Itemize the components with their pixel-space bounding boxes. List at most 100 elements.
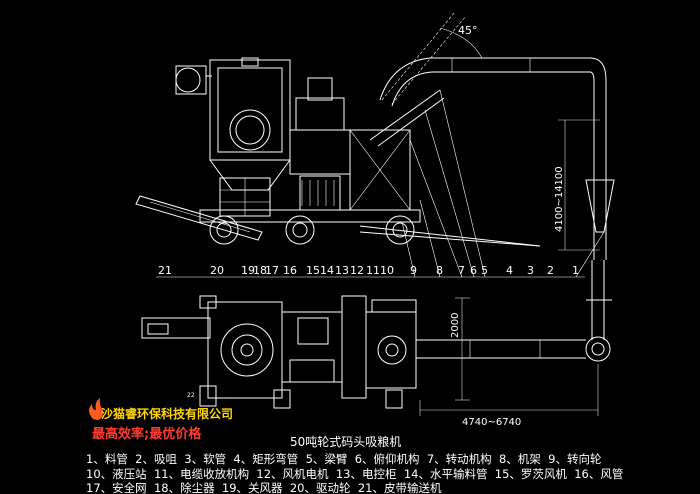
dust-collector <box>209 59 291 161</box>
cabinet-plan <box>341 295 367 399</box>
conveyor-plan <box>141 317 211 339</box>
legend-item: 7、转动机构 <box>426 452 492 466</box>
drive-wheel <box>285 215 315 245</box>
slewing-center <box>385 343 399 357</box>
suction-cone <box>585 179 615 233</box>
belt-conveyor <box>135 195 263 241</box>
slogan: 最高效率;最优价格 <box>92 427 202 442</box>
callout-7: 7 <box>458 264 465 277</box>
wheel-plan <box>273 389 291 409</box>
top-cap <box>241 57 259 67</box>
leader <box>439 89 486 278</box>
fan-wheel <box>175 67 201 93</box>
callout-18: 18 <box>253 264 267 277</box>
leader <box>419 199 441 278</box>
pitch-cylinder <box>377 97 445 147</box>
flame-icon <box>89 398 104 420</box>
airlock-inner <box>235 115 265 145</box>
vertical-pipe-inner <box>589 71 595 260</box>
legend-item: 9、转向轮 <box>548 452 602 466</box>
plan-view: 2000 4740~6740 22 <box>141 260 612 428</box>
legend-item: 18、除尘器 <box>153 481 215 494</box>
callout-16: 16 <box>283 264 297 277</box>
callout-17: 17 <box>265 264 279 277</box>
collector-plan <box>207 301 283 399</box>
pitch-cylinder <box>369 89 441 141</box>
callout-12: 12 <box>350 264 364 277</box>
leader <box>575 231 605 278</box>
callout-4: 4 <box>506 264 513 277</box>
hydraulic-plan <box>289 359 335 383</box>
height-dim-text: 4100~14100 <box>554 166 565 232</box>
angle-arc <box>439 27 483 59</box>
callout-1: 1 <box>572 264 579 277</box>
callout-5: 5 <box>481 264 488 277</box>
company-logo <box>89 398 104 420</box>
legend-item: 12、风机电机 <box>256 467 329 481</box>
small-label: 22 <box>187 392 195 399</box>
legend-item: 5、梁臂 <box>305 452 348 466</box>
callout-21: 21 <box>158 264 172 277</box>
legend-item: 1、料管 <box>86 452 128 466</box>
leader <box>409 139 463 278</box>
motor-plan <box>297 317 329 345</box>
collector-circle <box>220 323 274 377</box>
legend-row-1: 1、料管 2、吸咀 3、软管 4、矩形弯管 5、梁臂 6、俯仰机构 7、转动机构… <box>86 451 698 467</box>
callout-11: 11 <box>366 264 380 277</box>
frame-brace <box>349 129 411 211</box>
company-name: 沙猫睿环保科技有限公司 <box>101 407 234 421</box>
chassis-frame <box>199 209 421 223</box>
legend-item: 19、关风器 <box>221 481 283 494</box>
width-dim-text: 2000 <box>450 313 461 338</box>
collector-center <box>240 343 254 357</box>
legend-item: 4、矩形弯管 <box>233 452 299 466</box>
legend-item: 11、电缆收放机构 <box>153 467 250 481</box>
callout-14: 14 <box>320 264 334 277</box>
callout-13: 13 <box>335 264 349 277</box>
callout-2: 2 <box>547 264 554 277</box>
angle-label: 45° <box>458 24 478 37</box>
callout-10: 10 <box>380 264 394 277</box>
boom-lower <box>391 71 590 107</box>
raised-arm <box>391 15 467 105</box>
blower-body <box>289 129 351 175</box>
legend-item: 2、吸咀 <box>135 452 177 466</box>
legend-row-2: 10、液压站 11、电缆收放机构 12、风机电机 13、电控柜 14、水平输料管… <box>86 466 698 482</box>
legend-row-3: 17、安全网 18、除尘器 19、关风器 20、驱动轮 21、皮带输送机 <box>86 480 698 494</box>
elbow-plan <box>585 336 611 362</box>
collector-inner-circle <box>231 334 263 366</box>
conveyor-motor <box>147 323 169 335</box>
wheel-plan <box>199 385 217 407</box>
legend-item: 10、液压站 <box>86 467 147 481</box>
callout-6: 6 <box>470 264 477 277</box>
support-stay <box>359 231 541 247</box>
callout-row: 21 20 19 18 17 16 15 14 13 12 11 10 9 8 … <box>156 89 605 278</box>
cable-reel-plan <box>371 299 417 313</box>
callout-3: 3 <box>527 264 534 277</box>
callout-15: 15 <box>306 264 320 277</box>
motor-top <box>307 77 333 101</box>
slewing-ring <box>377 335 407 365</box>
airlock-flange <box>229 109 271 151</box>
callout-8: 8 <box>436 264 443 277</box>
legend-item: 16、风管 <box>574 467 624 481</box>
drive-wheel <box>209 215 239 245</box>
legend-item: 17、安全网 <box>86 481 147 494</box>
legend-item: 6、俯仰机构 <box>354 452 420 466</box>
length-dim-text: 4740~6740 <box>462 417 521 428</box>
support-stay <box>359 225 541 247</box>
legend-item: 3、软管 <box>184 452 227 466</box>
dust-collector-hopper <box>209 159 291 191</box>
drive-wheel-hub <box>216 222 232 238</box>
raised-arm <box>381 11 456 101</box>
callout-19: 19 <box>241 264 255 277</box>
legend-item: 15、罗茨风机 <box>494 467 567 481</box>
wheel-plan <box>199 295 217 309</box>
leader <box>401 221 416 278</box>
blower-top <box>295 97 345 131</box>
legend-item: 13、电控柜 <box>335 467 397 481</box>
rotary-frame <box>349 129 411 211</box>
legend-item: 21、皮带输送机 <box>357 481 442 494</box>
